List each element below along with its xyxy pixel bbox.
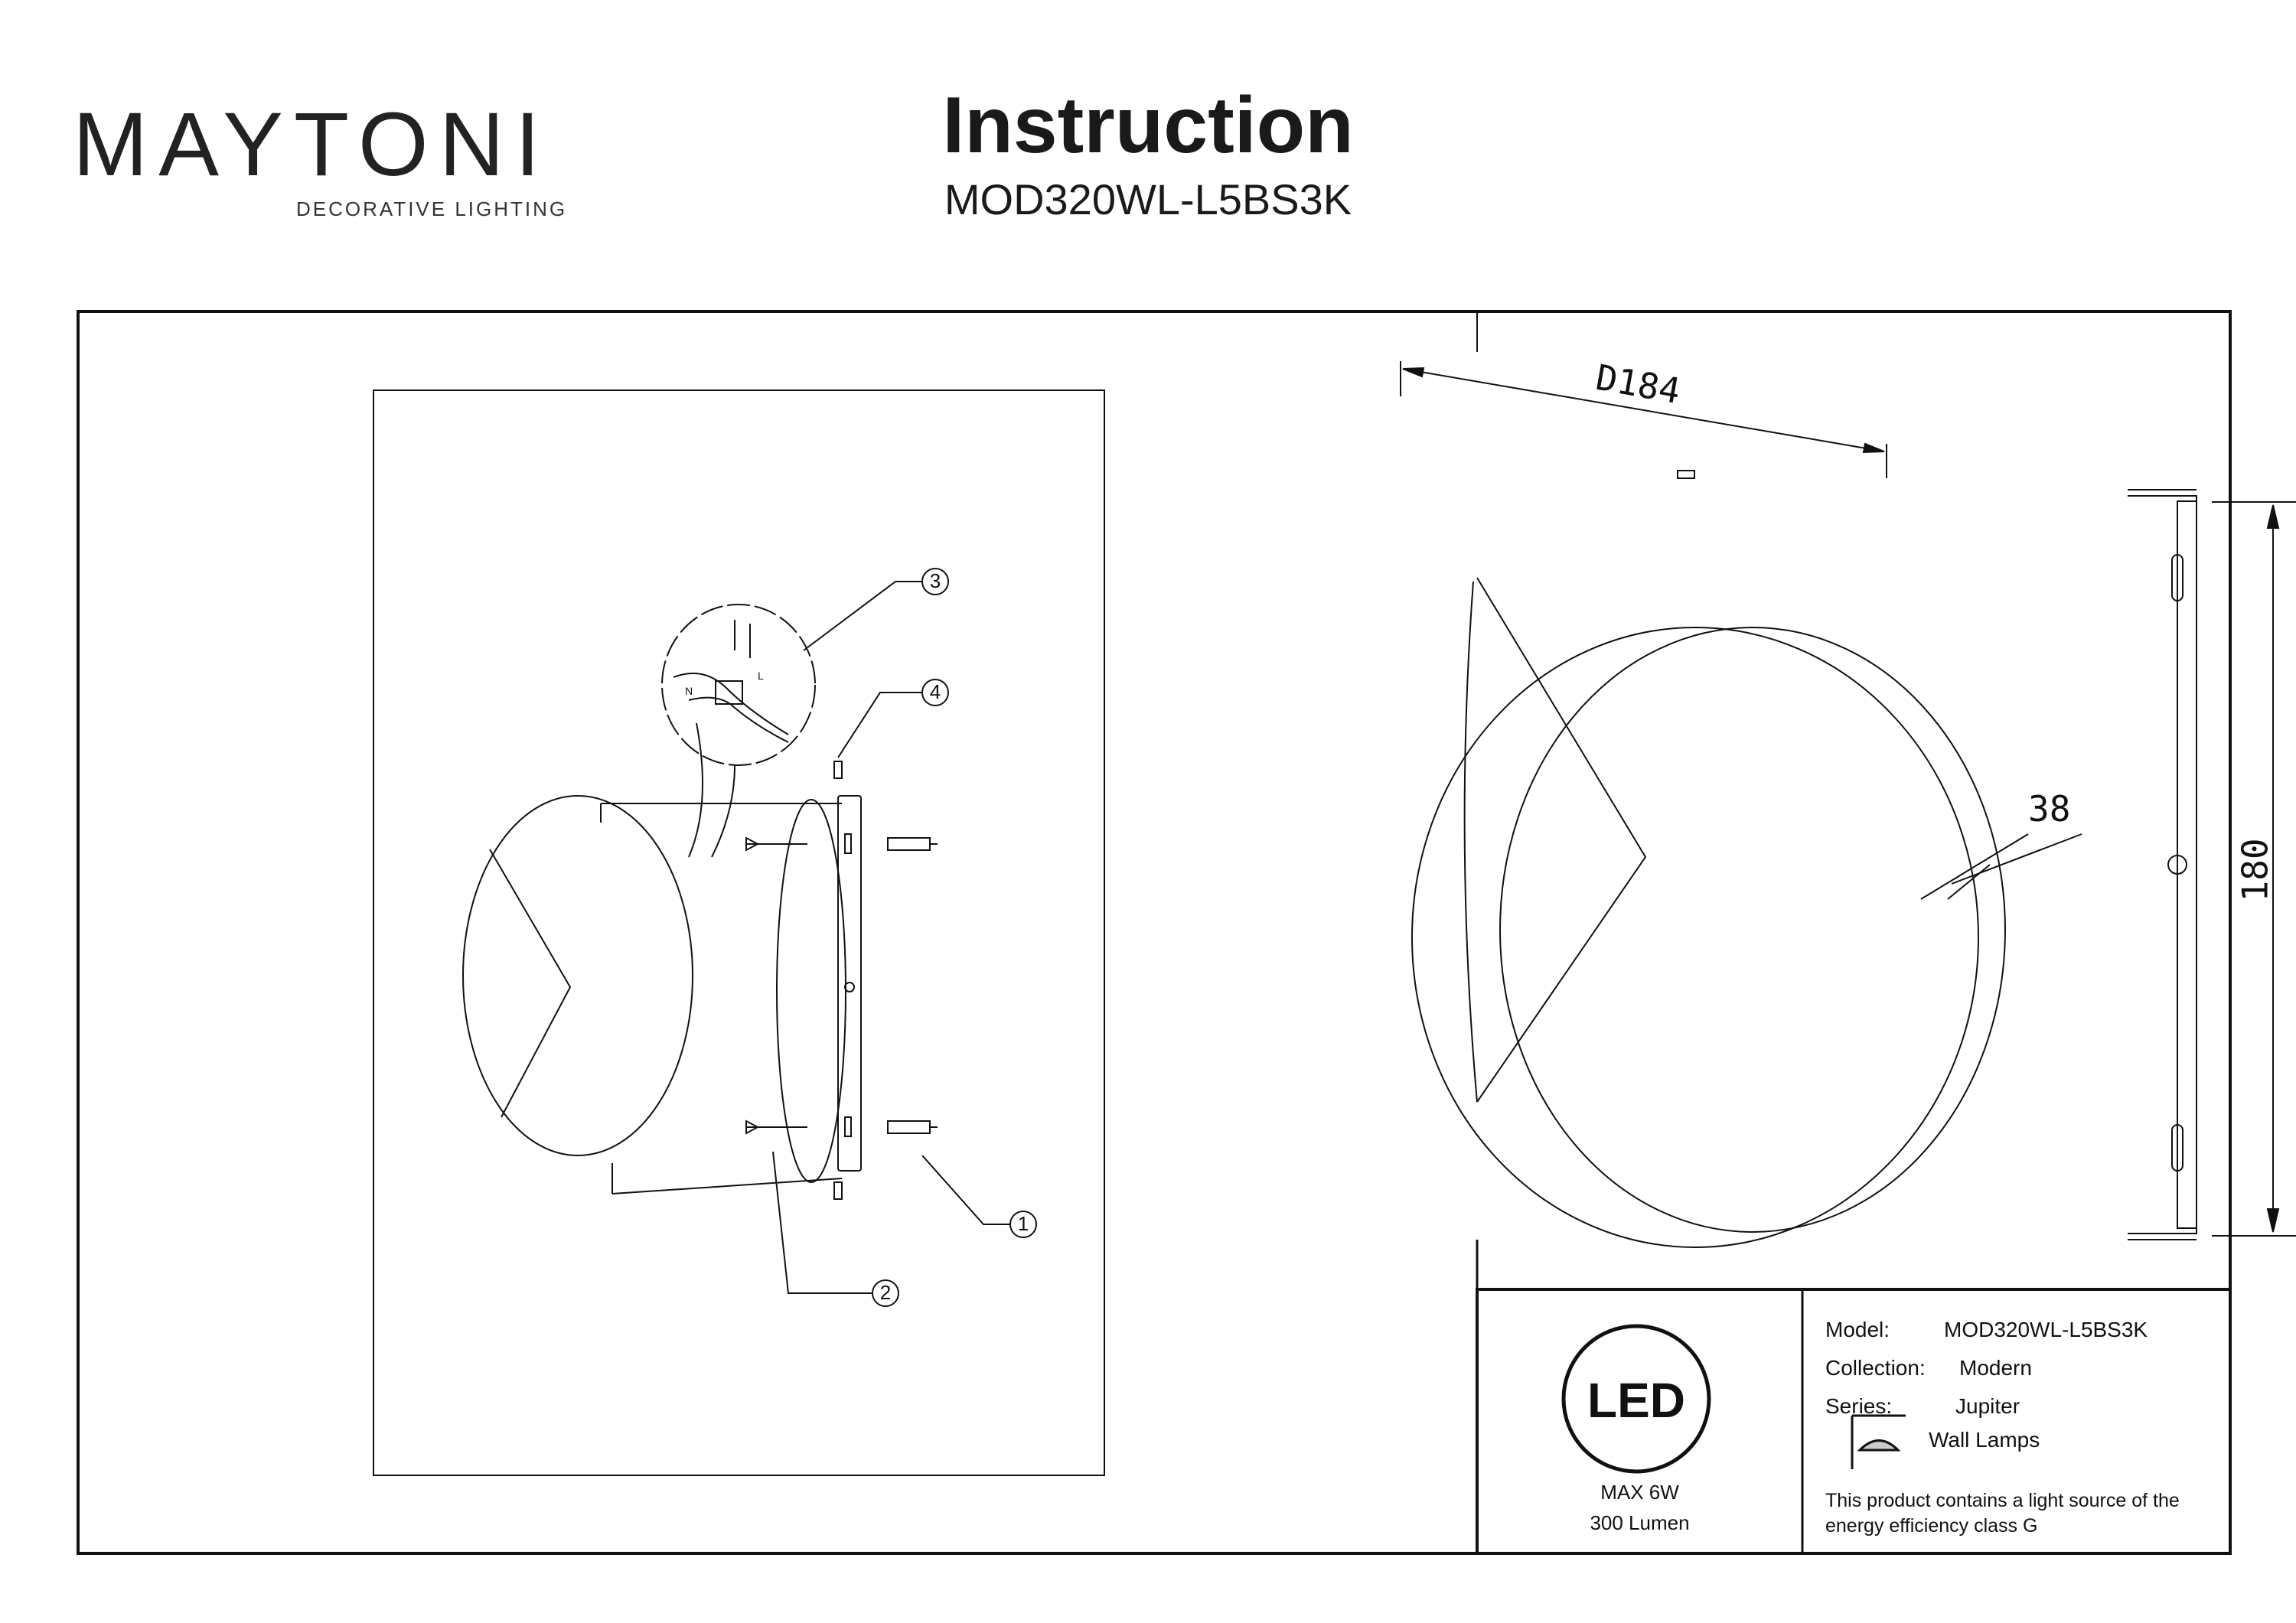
lamp-type-value: Wall Lamps (1929, 1428, 2040, 1452)
dimension-depth-label: 38 (2028, 788, 2071, 829)
series-label: Series: (1825, 1394, 1893, 1418)
callout-circles (872, 568, 1037, 1307)
led-icon (1561, 1324, 1711, 1474)
page-model-number: MOD320WL-L5BS3K (944, 175, 1352, 223)
dimension-height-label: 180 (2234, 838, 2276, 902)
power-rating: MAX 6W (1600, 1481, 1679, 1504)
dimension-depth (1920, 833, 2082, 900)
assembly-lamp (462, 604, 938, 1200)
wiring-detail-circle (661, 604, 816, 766)
callout-3-circle (921, 568, 949, 595)
brand-logo-text: MAYTONI (73, 94, 551, 195)
callout-leaders (772, 581, 1010, 1294)
callout-4-circle (921, 679, 949, 706)
callout-2-label: 2 (879, 1281, 892, 1304)
page-title: Instruction (942, 81, 1354, 170)
collection-label: Collection: (1825, 1356, 1926, 1380)
assembly-panel (373, 389, 1105, 1476)
front-view-lamp (1411, 470, 2006, 1248)
model-value: MOD320WL-L5BS3K (1944, 1318, 2148, 1341)
model-label: Model: (1825, 1318, 1890, 1341)
wall-lamp-icon (1851, 1414, 1906, 1469)
brand-subtitle: DECORATIVE LIGHTING (296, 197, 568, 220)
dimension-diameter (1400, 361, 1887, 478)
callout-1-label: 1 (1017, 1212, 1029, 1235)
energy-note-line-1: This product contains a light source of … (1825, 1490, 2180, 1511)
collection-value: Modern (1959, 1356, 2032, 1380)
wire-n-label: N (685, 685, 693, 697)
energy-note-line-2: energy efficiency class G (1825, 1515, 2038, 1537)
brand-logo: MAYTONI (73, 99, 551, 190)
outer-frame (77, 310, 2232, 1555)
callout-2-circle (872, 1279, 899, 1307)
wall-plug-top (887, 837, 931, 851)
wire-l-label: L (758, 670, 764, 682)
led-icon-text: LED (1587, 1373, 1685, 1428)
series-value: Jupiter (1955, 1394, 2020, 1418)
lumen-rating: 300 Lumen (1590, 1511, 1690, 1534)
callout-3-label: 3 (929, 569, 941, 592)
spec-box (1476, 1288, 2232, 1555)
callout-4-label: 4 (929, 680, 941, 703)
assembly-bracket (837, 795, 862, 1172)
callout-1-circle (1009, 1211, 1037, 1238)
dimension-height (2212, 501, 2296, 1237)
bracket-side-view (2128, 489, 2197, 1240)
wall-plug-bottom (887, 1120, 931, 1134)
